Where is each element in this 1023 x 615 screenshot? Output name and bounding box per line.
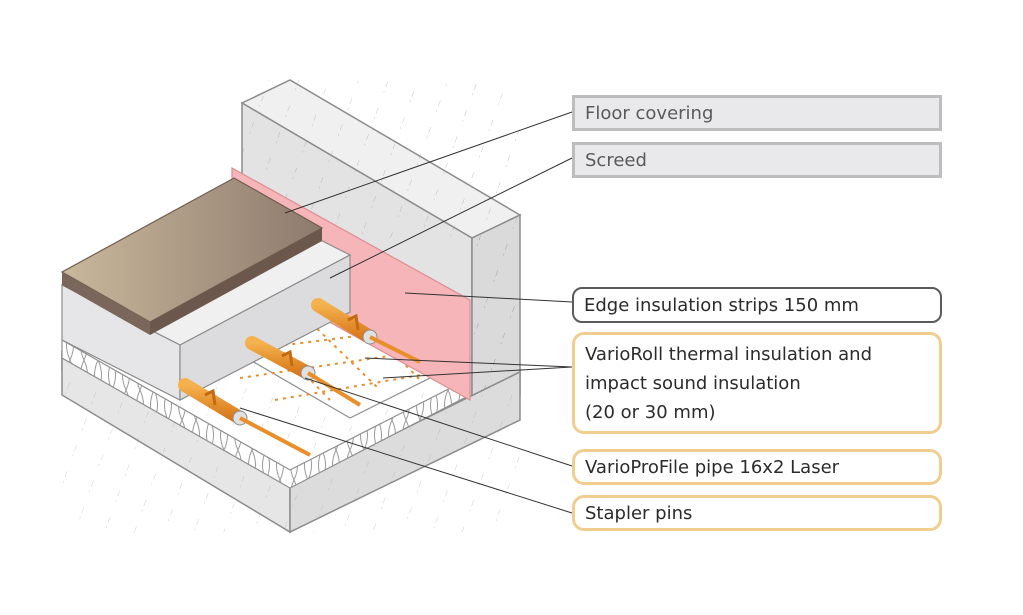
label-stapler-pins: Stapler pins: [572, 495, 942, 531]
label-varioroll-line1: VarioRoll thermal insulation and: [585, 343, 872, 365]
label-pipe-text: VarioProFile pipe 16x2 Laser: [585, 456, 840, 478]
label-stapler-pins-text: Stapler pins: [585, 502, 693, 524]
leader-lines: [239, 111, 573, 514]
label-floor-covering-text: Floor covering: [585, 102, 714, 124]
label-pipe: VarioProFile pipe 16x2 Laser: [572, 449, 942, 485]
label-varioroll-line3: (20 or 30 mm): [585, 401, 716, 423]
varioprofile-pipes: [178, 298, 421, 457]
label-screed-text: Screed: [585, 149, 647, 171]
label-screed: Screed: [572, 142, 942, 178]
label-varioroll-line2: impact sound insulation: [585, 372, 801, 394]
floor-covering-layer: [60, 177, 324, 335]
label-floor-covering: Floor covering: [572, 95, 942, 131]
label-edge-insulation: Edge insulation strips 150 mm: [572, 287, 942, 323]
label-varioroll: VarioRoll thermal insulation and impact …: [572, 332, 942, 434]
label-edge-insulation-text: Edge insulation strips 150 mm: [584, 294, 859, 316]
